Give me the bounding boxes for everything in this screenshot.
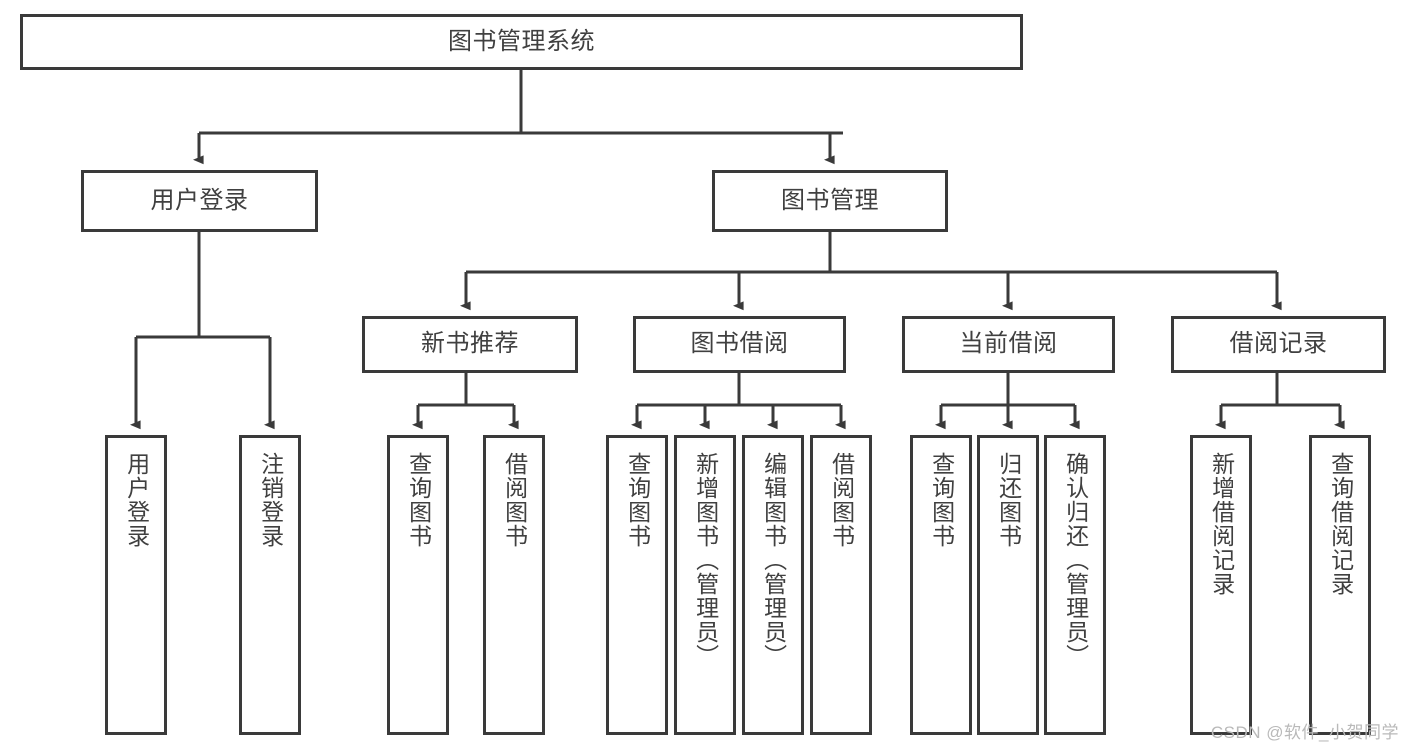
node-borrow-record-label: 借阅记录	[1229, 330, 1328, 358]
leaf-query-record-label: 查询借阅记录	[1327, 452, 1354, 596]
node-current-borrow-label: 当前借阅	[959, 330, 1058, 358]
node-book-manage[interactable]: 图书管理	[712, 170, 948, 232]
leaf-edit-book[interactable]: 编辑图书（管理员）	[742, 435, 804, 735]
leaf-query-book-2[interactable]: 查询图书	[606, 435, 668, 735]
leaf-borrow-book-1-label: 借阅图书	[501, 452, 528, 548]
csdn-watermark: CSDN @软件_小贺同学	[1210, 723, 1399, 742]
leaf-confirm-return-label: 确认归还（管理员）	[1062, 452, 1089, 668]
node-book-borrow[interactable]: 图书借阅	[633, 316, 846, 373]
leaf-user-logout-label: 注销登录	[257, 452, 284, 548]
node-borrow-record[interactable]: 借阅记录	[1171, 316, 1386, 373]
leaf-add-record[interactable]: 新增借阅记录	[1190, 435, 1252, 735]
leaf-borrow-book-1[interactable]: 借阅图书	[483, 435, 545, 735]
leaf-query-book-3-label: 查询图书	[928, 452, 955, 548]
leaf-add-book-label: 新增图书（管理员）	[692, 452, 719, 668]
leaf-user-login[interactable]: 用户登录	[105, 435, 167, 735]
node-current-borrow[interactable]: 当前借阅	[902, 316, 1115, 373]
node-root[interactable]: 图书管理系统	[20, 14, 1023, 70]
leaf-query-book-1[interactable]: 查询图书	[387, 435, 449, 735]
leaf-query-book-1-label: 查询图书	[405, 452, 432, 548]
leaf-add-book[interactable]: 新增图书（管理员）	[674, 435, 736, 735]
leaf-confirm-return[interactable]: 确认归还（管理员）	[1044, 435, 1106, 735]
node-user-login-label: 用户登录	[150, 186, 249, 214]
node-user-login[interactable]: 用户登录	[81, 170, 318, 232]
node-root-label: 图书管理系统	[448, 27, 595, 55]
leaf-add-record-label: 新增借阅记录	[1208, 452, 1235, 596]
leaf-edit-book-label: 编辑图书（管理员）	[760, 452, 787, 668]
leaf-borrow-book-2[interactable]: 借阅图书	[810, 435, 872, 735]
node-book-borrow-label: 图书借阅	[690, 330, 789, 358]
node-new-book-recommend-label: 新书推荐	[421, 330, 519, 358]
leaf-user-login-label: 用户登录	[123, 452, 150, 548]
leaf-query-record[interactable]: 查询借阅记录	[1309, 435, 1371, 735]
leaf-return-book[interactable]: 归还图书	[977, 435, 1039, 735]
leaf-user-logout[interactable]: 注销登录	[239, 435, 301, 735]
leaf-borrow-book-2-label: 借阅图书	[828, 452, 855, 548]
leaf-query-book-3[interactable]: 查询图书	[910, 435, 972, 735]
leaf-return-book-label: 归还图书	[995, 452, 1022, 548]
node-new-book-recommend[interactable]: 新书推荐	[362, 316, 578, 373]
node-book-manage-label: 图书管理	[781, 186, 879, 214]
leaf-query-book-2-label: 查询图书	[624, 452, 651, 548]
